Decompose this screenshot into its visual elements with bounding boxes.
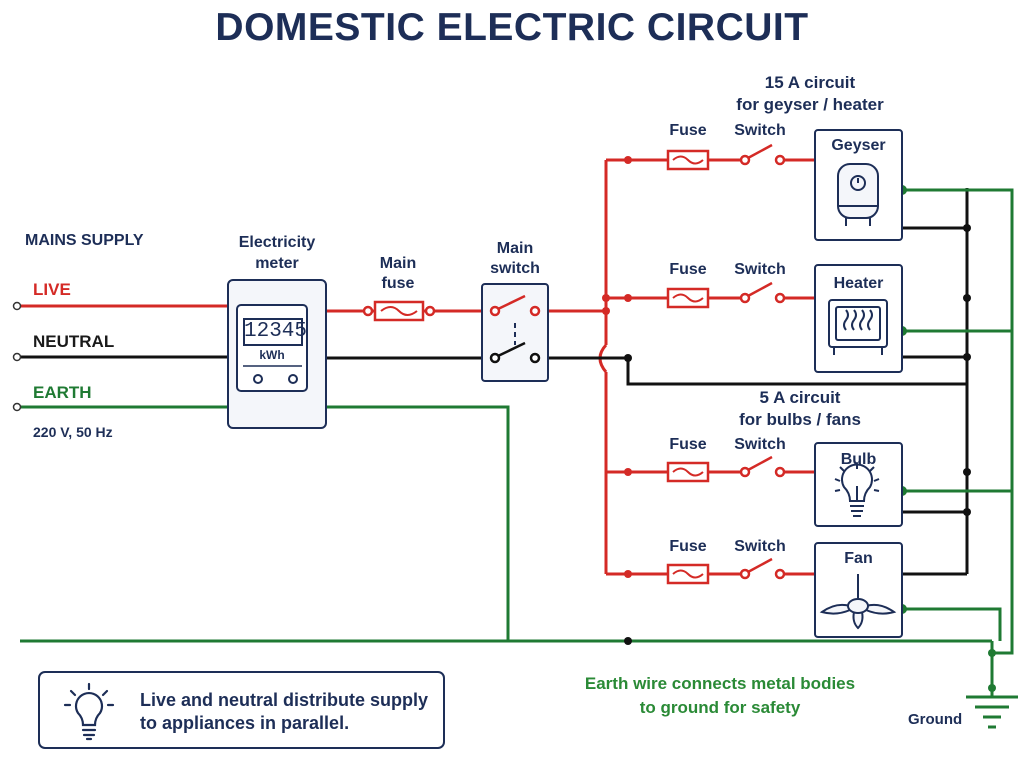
switch-fan[interactable] [739, 557, 786, 580]
switch-label-fan: Switch [734, 538, 786, 555]
fuse-label-fan: Fuse [669, 538, 707, 555]
ground-label: Ground [908, 711, 963, 728]
main-fuse-label-line1: Main [379, 255, 417, 272]
meter-reading: 12345 [244, 320, 308, 343]
bulb-icon [834, 463, 880, 517]
low-circuit-label-line1: 5 A circuit [759, 388, 841, 407]
switch-heater[interactable] [739, 281, 786, 304]
switch-label-heater: Switch [734, 261, 786, 278]
neutral-label: NEUTRAL [33, 332, 115, 351]
live-label: LIVE [33, 280, 71, 299]
heater-icon [828, 299, 888, 355]
earth-note-line1: Earth wire connects metal bodies [584, 674, 856, 693]
fuse-geyser [666, 149, 710, 171]
heater-box [814, 264, 903, 373]
electricity-meter [227, 279, 327, 429]
lightbulb-icon [63, 682, 115, 741]
high-circuit-label-line1: 15 A circuit [764, 73, 856, 92]
neutral-wire-to-bus [626, 358, 967, 386]
switch-geyser[interactable] [739, 143, 786, 166]
ground-symbol-icon [966, 690, 1018, 729]
fuse-label-heater: Fuse [669, 261, 707, 278]
supply-rating: 220 V, 50 Hz [33, 424, 113, 440]
meter-label-line1: Electricity [238, 234, 316, 251]
geyser-box [814, 129, 903, 241]
appliance-label-fan: Fan [844, 550, 873, 567]
main-fuse [362, 300, 436, 322]
fuse-label-geyser: Fuse [669, 122, 707, 139]
earth-wire-geyser [902, 188, 1014, 655]
branch-fuses [666, 149, 710, 585]
geyser-icon [837, 163, 879, 226]
fuse-bulb [666, 461, 710, 483]
fuse-fan [666, 563, 710, 585]
main-switch-label-line1: Main [496, 240, 534, 257]
main-switch[interactable] [481, 283, 549, 382]
page-title: DOMESTIC ELECTRIC CIRCUIT [215, 6, 809, 49]
main-switch-label-line2: switch [490, 260, 540, 277]
appliance-label-geyser: Geyser [831, 137, 886, 154]
appliance-label-bulb: Bulb [840, 451, 877, 468]
fuse-label-bulb: Fuse [669, 436, 707, 453]
meter-label-line2: meter [255, 255, 299, 272]
fan-box [814, 542, 903, 638]
high-circuit-label-line2: for geyser / heater [736, 95, 884, 114]
low-circuit-label-line2: for bulbs / fans [739, 410, 861, 429]
switch-label-geyser: Switch [734, 122, 786, 139]
earth-wire-meter-down [326, 405, 510, 641]
switch-label-bulb: Switch [734, 436, 786, 453]
mains-supply-heading: MAINS SUPPLY [25, 232, 144, 249]
fan-icon [819, 574, 897, 630]
mains-terminals [12, 301, 22, 412]
earth-note-line2: to ground for safety [639, 698, 801, 717]
live-wires [18, 158, 815, 576]
fuse-heater [666, 287, 710, 309]
branch-switches [739, 143, 786, 580]
appliance-label-heater: Heater [833, 275, 884, 292]
meter-unit: kWh [259, 348, 285, 362]
main-fuse-label-line2: fuse [381, 275, 415, 292]
earth-label: EARTH [33, 383, 92, 402]
bulb-box [814, 442, 903, 527]
switch-bulb[interactable] [739, 455, 786, 478]
info-note-text: Live and neutral distribute supply to ap… [140, 690, 429, 733]
info-note: Live and neutral distribute supply to ap… [38, 671, 445, 749]
